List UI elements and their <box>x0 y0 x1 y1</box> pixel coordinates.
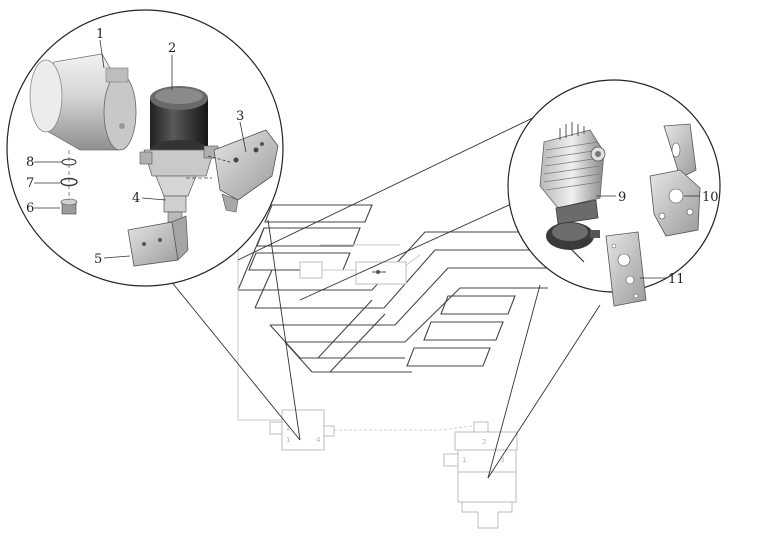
compressor-bracket-part <box>649 123 701 237</box>
callout-10: 10 <box>702 190 719 205</box>
callout-9: 9 <box>618 190 626 205</box>
drain-valve-part <box>60 198 78 215</box>
fitting-part <box>163 195 187 223</box>
callout-6: 6 <box>26 201 34 216</box>
air-tank-part <box>29 53 137 151</box>
callout-labels: 1 2 3 4 5 6 7 8 9 10 11 <box>26 27 719 287</box>
compressor-part <box>539 122 606 263</box>
valve-mark-right-c: 3 <box>500 456 504 464</box>
callout-3: 3 <box>236 109 244 124</box>
callout-2: 2 <box>168 41 176 56</box>
callout-4: 4 <box>132 191 140 206</box>
dryer-bracket-part <box>207 129 279 213</box>
callout-1: 1 <box>96 27 104 42</box>
zoom-lines <box>169 99 601 479</box>
valve-mark-left-a: 2 <box>286 424 290 432</box>
valve-mark-left-c: 4 <box>316 436 321 444</box>
vehicle-frame <box>237 204 560 421</box>
valve-mark-left-b: 1 <box>286 436 290 444</box>
lower-valve-right: 2 1 3 <box>443 421 518 529</box>
valve-mark-right-b: 1 <box>462 456 466 464</box>
callout-leaders <box>34 39 700 279</box>
gasket-plate-part <box>605 231 647 307</box>
detail-circle-right <box>507 79 721 307</box>
mounting-plate-part <box>127 215 189 267</box>
lower-valve-left: 2 1 4 <box>269 409 481 451</box>
valve-mark-right-a: 2 <box>482 438 486 446</box>
callout-11: 11 <box>668 272 685 287</box>
callout-7: 7 <box>26 176 34 191</box>
detail-circle-left <box>6 9 284 287</box>
air-dryer-part <box>139 86 219 197</box>
callout-5: 5 <box>94 252 102 267</box>
callout-8: 8 <box>26 155 34 170</box>
